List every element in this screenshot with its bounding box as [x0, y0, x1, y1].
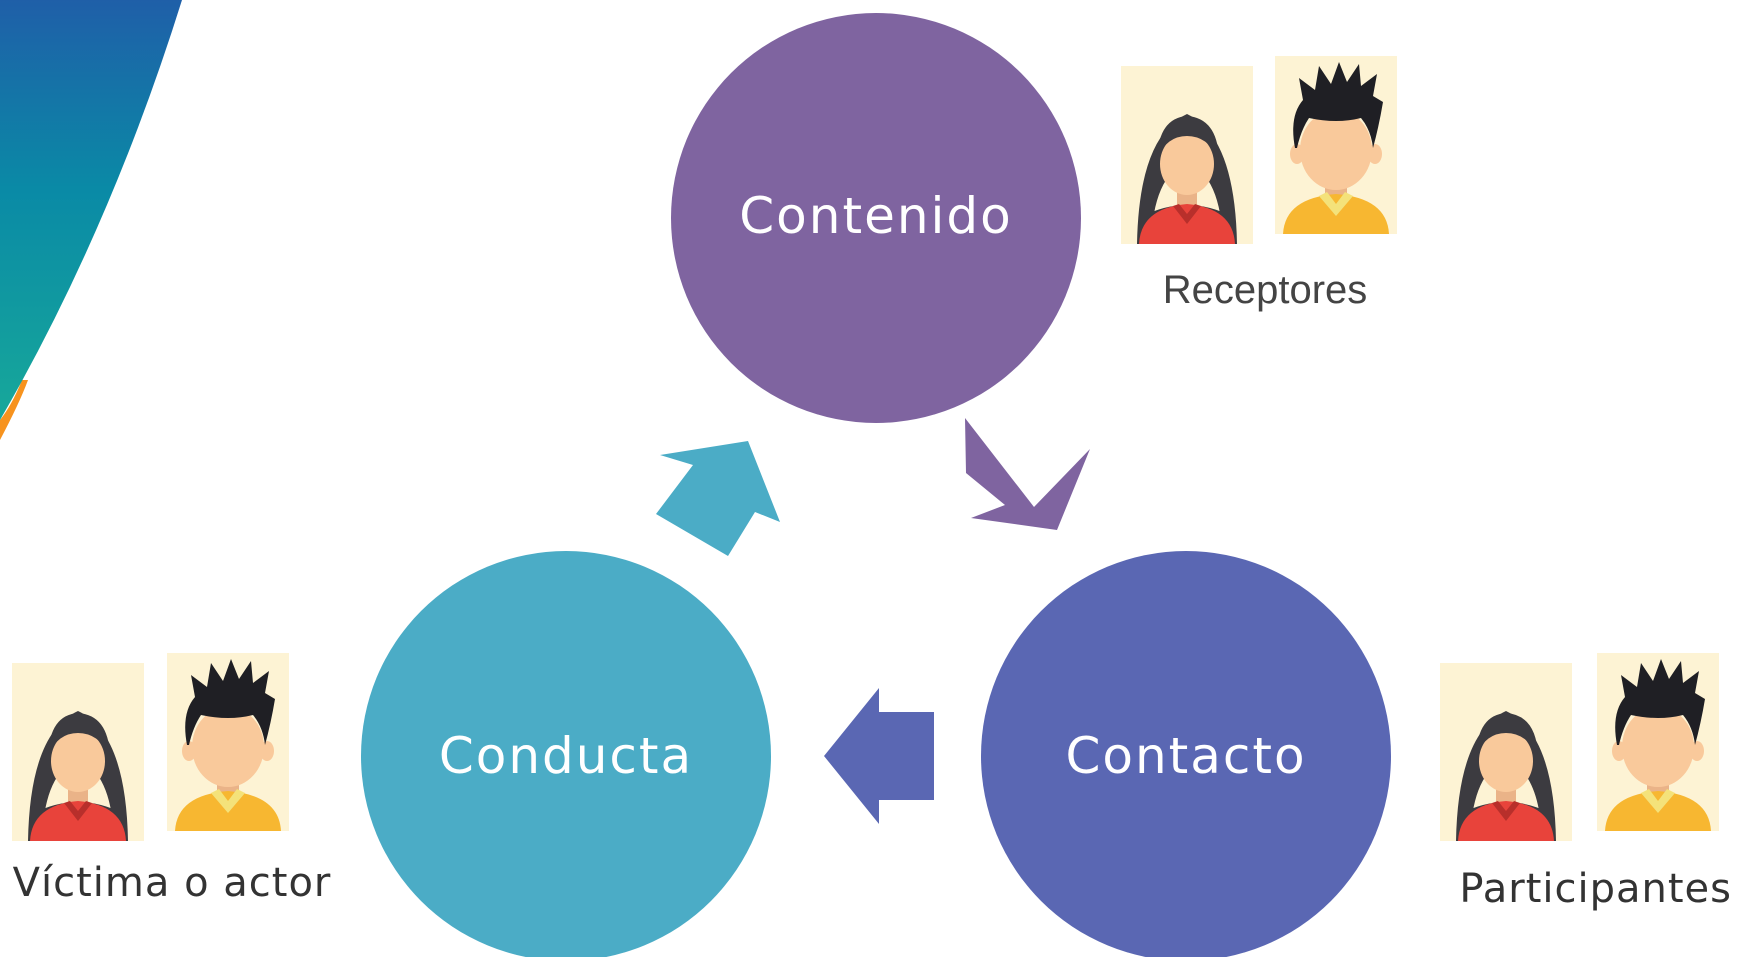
male-avatar-icon — [167, 653, 289, 831]
female-avatar-icon — [1121, 66, 1253, 244]
male-avatar-icon — [1275, 56, 1397, 234]
arrow-contenido-to-contacto — [965, 418, 1090, 530]
participantes-group: Participantes — [1440, 653, 1732, 912]
contenido-label: Contenido — [739, 187, 1012, 245]
female-avatar-icon — [12, 663, 144, 841]
contenido-circle — [671, 13, 1081, 423]
conducta-circle — [361, 551, 771, 957]
receptores-label: Receptores — [1163, 268, 1368, 312]
victima-group: Víctima o actor — [12, 653, 332, 906]
background-swoosh — [0, 0, 182, 440]
female-avatar-icon — [1440, 663, 1572, 841]
conducta-label: Conducta — [439, 727, 693, 785]
contacto-label: Contacto — [1065, 727, 1306, 785]
contacto-circle — [981, 551, 1391, 957]
arrow-contacto-to-conducta — [824, 688, 934, 824]
male-avatar-icon — [1597, 653, 1719, 831]
receptores-group: Receptores — [1121, 56, 1397, 312]
victima-label: Víctima o actor — [13, 860, 332, 906]
participantes-label: Participantes — [1459, 866, 1732, 912]
arrow-conducta-to-contenido — [656, 441, 780, 556]
